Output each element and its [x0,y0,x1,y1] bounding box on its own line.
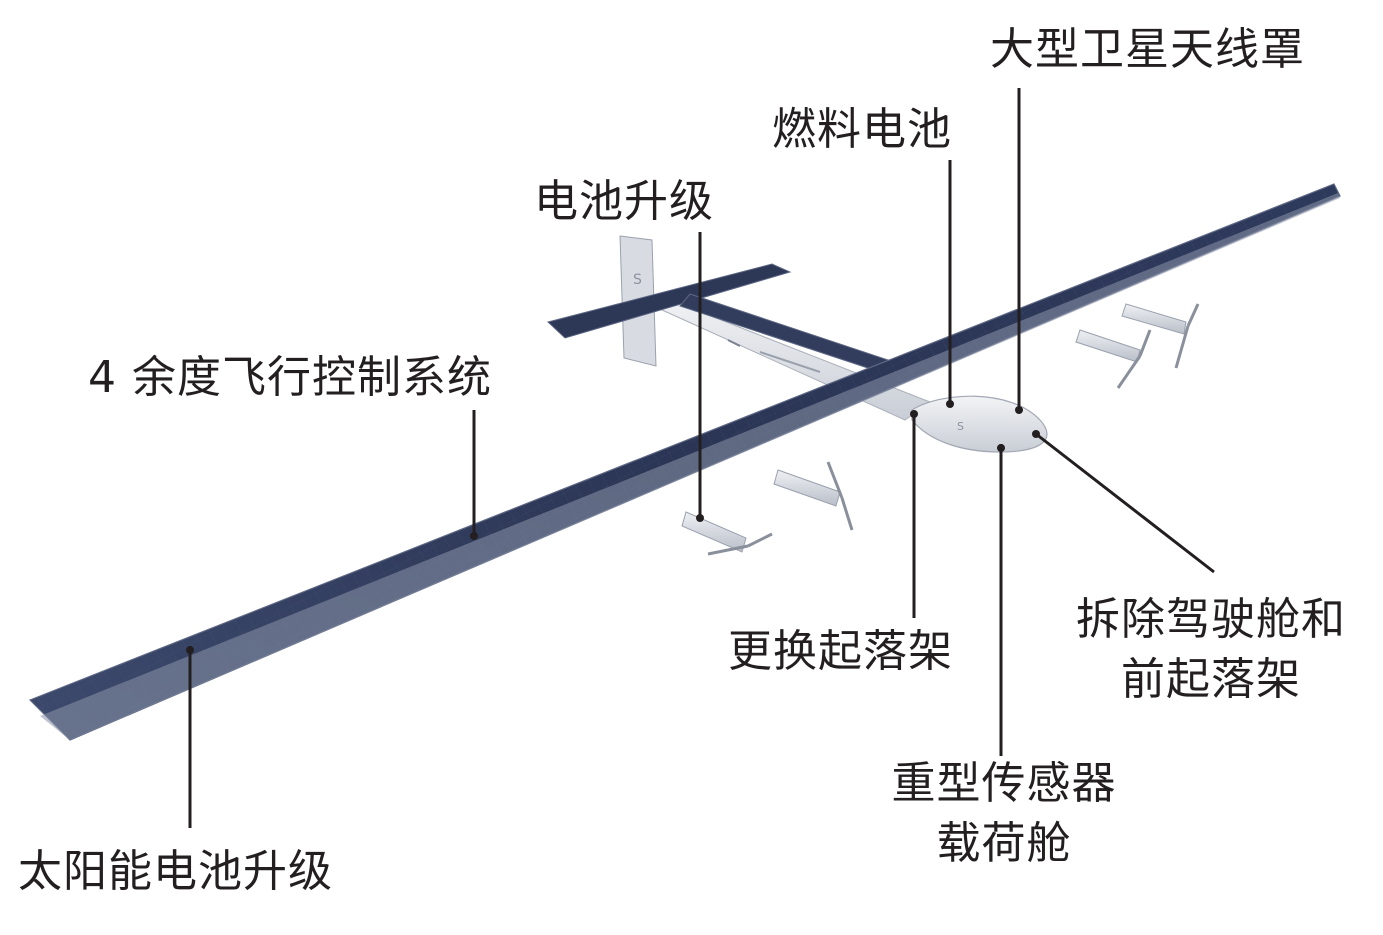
leader-lines [188,88,1215,828]
engine-pods-right [1075,303,1200,389]
label-landing-gear: 更换起落架 [728,626,953,677]
label-cockpit-removal-line2: 前起落架 [1121,654,1301,705]
svg-text:S: S [957,420,964,433]
label-sensor-pod: 重型传感器 载荷舱 [876,754,1132,874]
label-solar-upgrade: 太阳能电池升级 [18,846,333,897]
leader-endpoints [186,400,1040,654]
engine-pods-left [681,461,854,556]
label-cockpit-removal: 拆除驾驶舱和 前起落架 [1056,590,1366,710]
label-sensor-pod-line1: 重型传感器 [891,758,1117,809]
main-wing [28,183,1341,741]
svg-text:S: S [633,272,642,288]
label-radome: 大型卫星天线罩 [990,24,1305,75]
sensor-fuselage: S [911,395,1048,453]
horizontal-stabilizer [546,263,889,373]
label-fuel-cell: 燃料电池 [772,104,952,155]
leader-cockpit [1035,432,1215,574]
label-cockpit-removal-line1: 拆除驾驶舱和 [1076,594,1346,645]
label-sensor-pod-line2: 载荷舱 [936,818,1072,869]
label-flight-control: 4 余度飞行控制系统 [88,352,492,403]
label-battery-upgrade: 电池升级 [534,176,714,227]
